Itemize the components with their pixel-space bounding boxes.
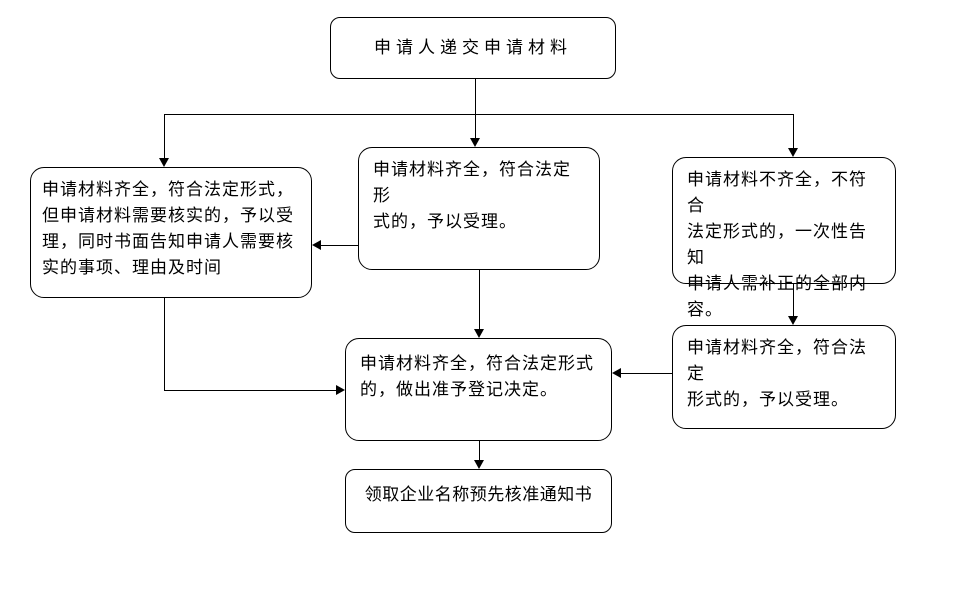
arrowhead-into-decision-left-edge <box>336 385 345 395</box>
connector-verify-down <box>164 298 165 391</box>
arrowhead-into-receive-notice <box>474 460 484 469</box>
connector-decision-to-notice <box>479 441 480 461</box>
flow-node-accepted-center: 申请材料齐全，符合法定形 式的，予以受理。 <box>358 147 600 270</box>
arrowhead-into-accept-after-correction <box>788 316 798 325</box>
flow-node-submit-application: 申请人递交申请材料 <box>330 17 616 79</box>
connector-center-to-verify <box>321 245 359 246</box>
connector-incomplete-to-correction <box>793 284 794 317</box>
connector-branch-horizontal <box>164 114 794 115</box>
connector-verify-to-decision <box>164 390 337 391</box>
flow-node-accepted-after-correction: 申请材料齐全，符合法定 形式的，予以受理。 <box>672 325 896 429</box>
connector-branch-to-right <box>793 114 794 149</box>
arrowhead-into-decision-right-edge <box>612 368 621 378</box>
flow-node-approve-registration-decision: 申请材料齐全，符合法定形式 的，做出准予登记决定。 <box>345 338 612 441</box>
connector-correction-to-decision <box>621 373 673 374</box>
flow-node-incomplete-materials: 申请材料不齐全，不符合 法定形式的，一次性告知 申请人需补正的全部内 容。 <box>672 157 896 320</box>
flow-node-receive-notice: 领取企业名称预先核准通知书 <box>345 469 612 533</box>
arrowhead-into-accept-center <box>470 138 480 147</box>
connector-branch-to-left <box>164 114 165 159</box>
arrowhead-into-decision-top <box>474 329 484 338</box>
flow-node-needs-verification: 申请材料齐全，符合法定形式， 但申请材料需要核实的，予以受 理，同时书面告知申请… <box>30 167 312 298</box>
connector-submit-to-center <box>475 79 476 139</box>
arrowhead-into-verify-right-edge <box>312 240 321 250</box>
connector-center-to-decision <box>479 270 480 330</box>
arrowhead-into-incomplete <box>788 148 798 157</box>
arrowhead-into-needs-verification <box>159 158 169 167</box>
